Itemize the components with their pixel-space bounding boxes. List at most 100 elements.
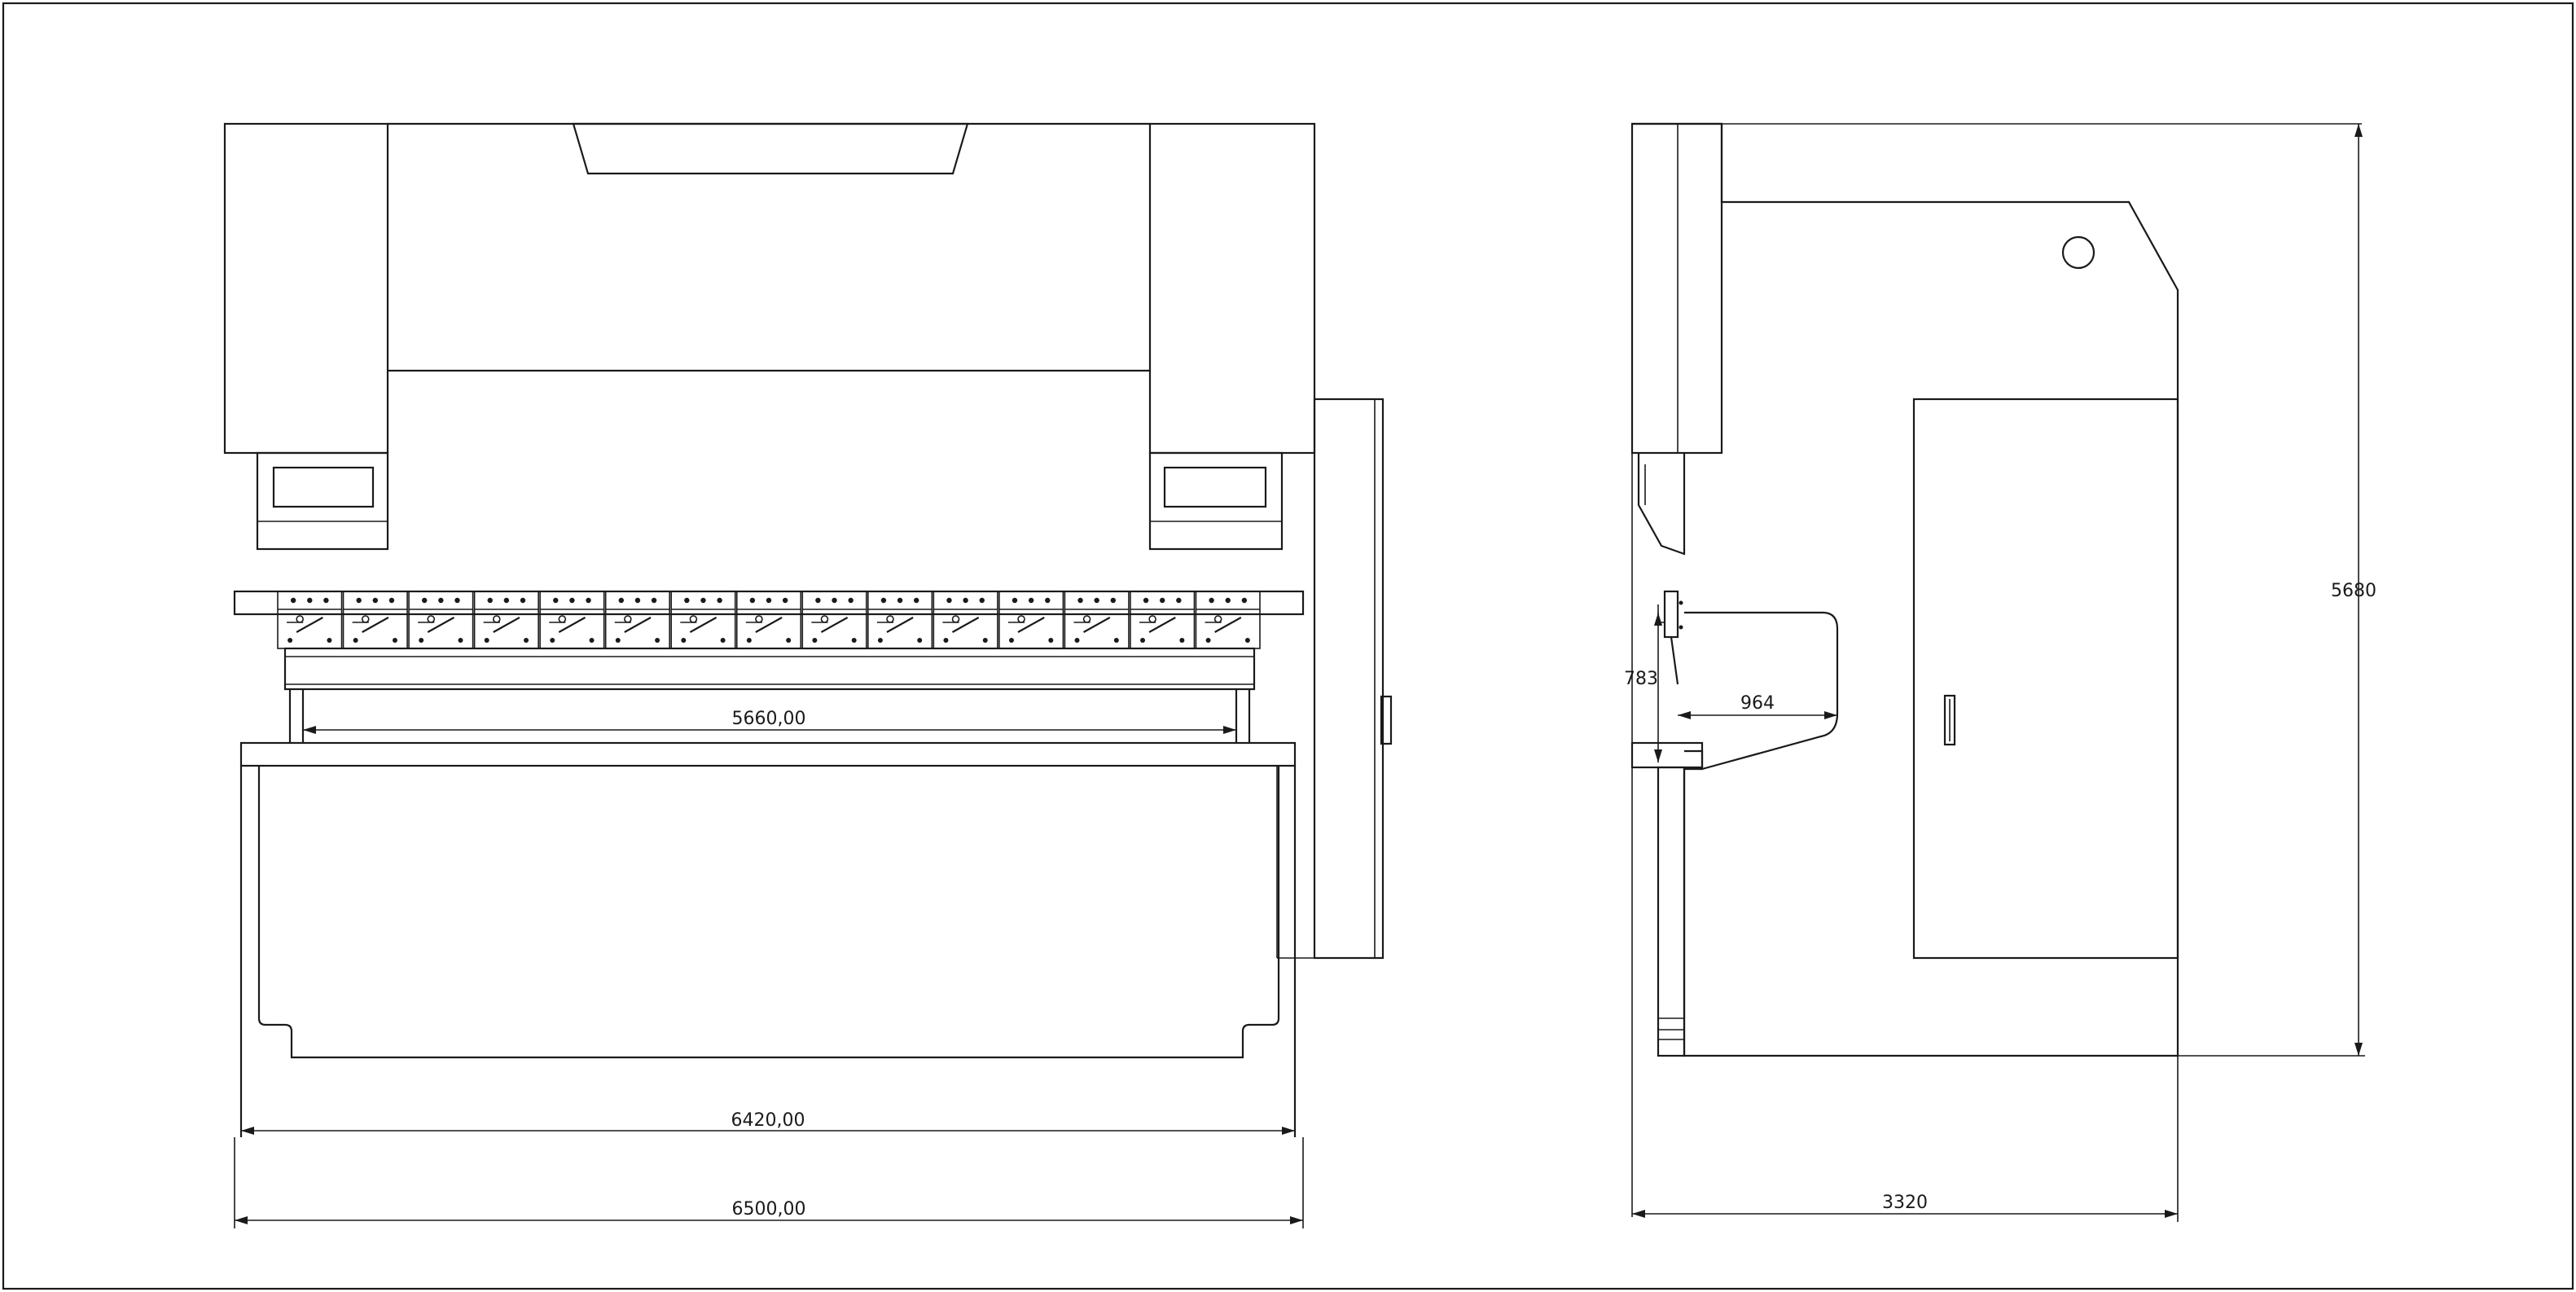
clamp-bolt xyxy=(848,597,854,604)
dimension-overall-depth: 3320 xyxy=(1632,1056,2179,1222)
clamp-pivot xyxy=(951,615,960,623)
punch-tip xyxy=(1670,636,1679,685)
clamp-bolt xyxy=(356,597,362,604)
clamp-pivot xyxy=(755,615,763,623)
dimension-open-height: 783 xyxy=(1624,613,1662,762)
left-column-top xyxy=(223,122,389,455)
clamp-bolt xyxy=(1113,638,1119,643)
clamp-pivot xyxy=(492,615,501,623)
tool-pin-a xyxy=(1679,600,1683,605)
throat-upper xyxy=(1684,611,1839,714)
clamp-bolt xyxy=(388,597,395,604)
clamp-pivot xyxy=(1017,615,1025,623)
clamp-bolt xyxy=(655,638,660,643)
clamp-bolt xyxy=(815,597,821,604)
clamp-bolt xyxy=(897,597,903,604)
clamp-bolt xyxy=(392,638,397,643)
side-die-block xyxy=(1630,741,1704,769)
clamp-bolt xyxy=(520,597,526,604)
clamp-bolt xyxy=(618,597,624,604)
clamp-bolt xyxy=(1110,597,1117,604)
dimension-working-length: 5660,00 xyxy=(303,709,1236,734)
clamp-bolt xyxy=(782,597,788,604)
cylinder-hole xyxy=(2061,235,2095,270)
clamp-bolt xyxy=(1012,597,1018,604)
clamp-bolt xyxy=(634,597,641,604)
table-top-plate xyxy=(239,741,1297,767)
clamp-pivot xyxy=(1148,615,1156,623)
dimension-table-length: 6420,00 xyxy=(241,1110,1295,1135)
clamp-bolt xyxy=(589,638,595,643)
clamp-lever xyxy=(624,617,652,633)
dimension-overall-height: 5680 xyxy=(2178,124,2376,1057)
clamp-lever xyxy=(296,617,323,633)
clamp-bolt xyxy=(1094,597,1099,604)
clamp-bolt xyxy=(684,597,690,604)
clamp-pivot xyxy=(296,615,304,623)
working-length-label: 5660,00 xyxy=(732,709,806,729)
clamp-bolt xyxy=(1179,638,1185,643)
clamp-bolt xyxy=(979,597,985,604)
clamp-pivot xyxy=(886,615,894,623)
clamp-bolt xyxy=(422,597,428,604)
clamp-bolt xyxy=(503,597,510,604)
top-cylinder-cover xyxy=(572,122,969,175)
clamp-bolt xyxy=(946,597,952,604)
throat-depth-label: 964 xyxy=(1740,693,1775,714)
clamp-pivot xyxy=(1213,615,1222,623)
throat-lower xyxy=(1701,713,1839,771)
clamp-bolt xyxy=(681,638,687,643)
clamp-bolt xyxy=(1176,597,1182,604)
clamp-bolt xyxy=(982,638,988,643)
clamp-bolt xyxy=(1143,597,1149,604)
clamp-bolt xyxy=(1028,597,1034,604)
side-head-block xyxy=(1630,122,1723,455)
clamp-bolt xyxy=(700,597,706,604)
clamp-bolt xyxy=(287,638,293,643)
clamp-bolt xyxy=(615,638,621,643)
clamp-bolt xyxy=(877,638,883,643)
clamp-bolt xyxy=(1244,638,1250,643)
clamp-bolt xyxy=(786,638,792,643)
clamp-bolt xyxy=(353,638,358,643)
clamp-bolt xyxy=(524,638,529,643)
clamp-bolt xyxy=(1140,638,1146,643)
left-column-lower xyxy=(256,451,389,551)
clamp-bolt xyxy=(586,597,591,604)
clamp-bolt xyxy=(487,597,493,604)
clamp-bolt xyxy=(307,597,313,604)
clamp-bolt xyxy=(832,597,837,604)
clamp-lever xyxy=(1214,617,1242,633)
clamp-bolt xyxy=(1225,597,1231,604)
clamp-bolt xyxy=(917,638,923,643)
control-box xyxy=(1313,398,1385,960)
clamp-lever xyxy=(1083,617,1111,633)
right-column-window xyxy=(1163,466,1267,508)
clamp-bolt xyxy=(963,597,968,604)
clamp-lever xyxy=(362,617,389,633)
control-box-handle xyxy=(1380,695,1393,745)
side-lower-leg xyxy=(1657,766,1686,1057)
clamp-bolt xyxy=(458,638,463,643)
clamp-lever xyxy=(820,617,849,633)
clamp-bolt xyxy=(812,638,818,643)
left-column-window xyxy=(272,466,375,508)
clamp-lever xyxy=(951,617,980,633)
punch-tool xyxy=(1663,590,1679,639)
clamp-pivot xyxy=(689,615,698,623)
clamp-lever xyxy=(1148,617,1176,633)
clamp-pivot xyxy=(427,615,436,623)
open-height-label: 783 xyxy=(1624,669,1658,689)
clamp-bolt xyxy=(372,597,378,604)
clamp-bolt xyxy=(569,597,575,604)
clamp-pivot xyxy=(624,615,632,623)
overall-width-label: 6500,00 xyxy=(732,1199,806,1219)
clamp-bolt xyxy=(1045,597,1051,604)
tool-pin-b xyxy=(1679,625,1683,630)
clamp-bolt xyxy=(746,638,752,643)
clamp-bolt xyxy=(717,597,722,604)
clamp-bolt xyxy=(720,638,726,643)
clamp-bolt xyxy=(1074,638,1080,643)
front-view: 5660,00 6420,00 6500,00 xyxy=(223,122,1393,1228)
